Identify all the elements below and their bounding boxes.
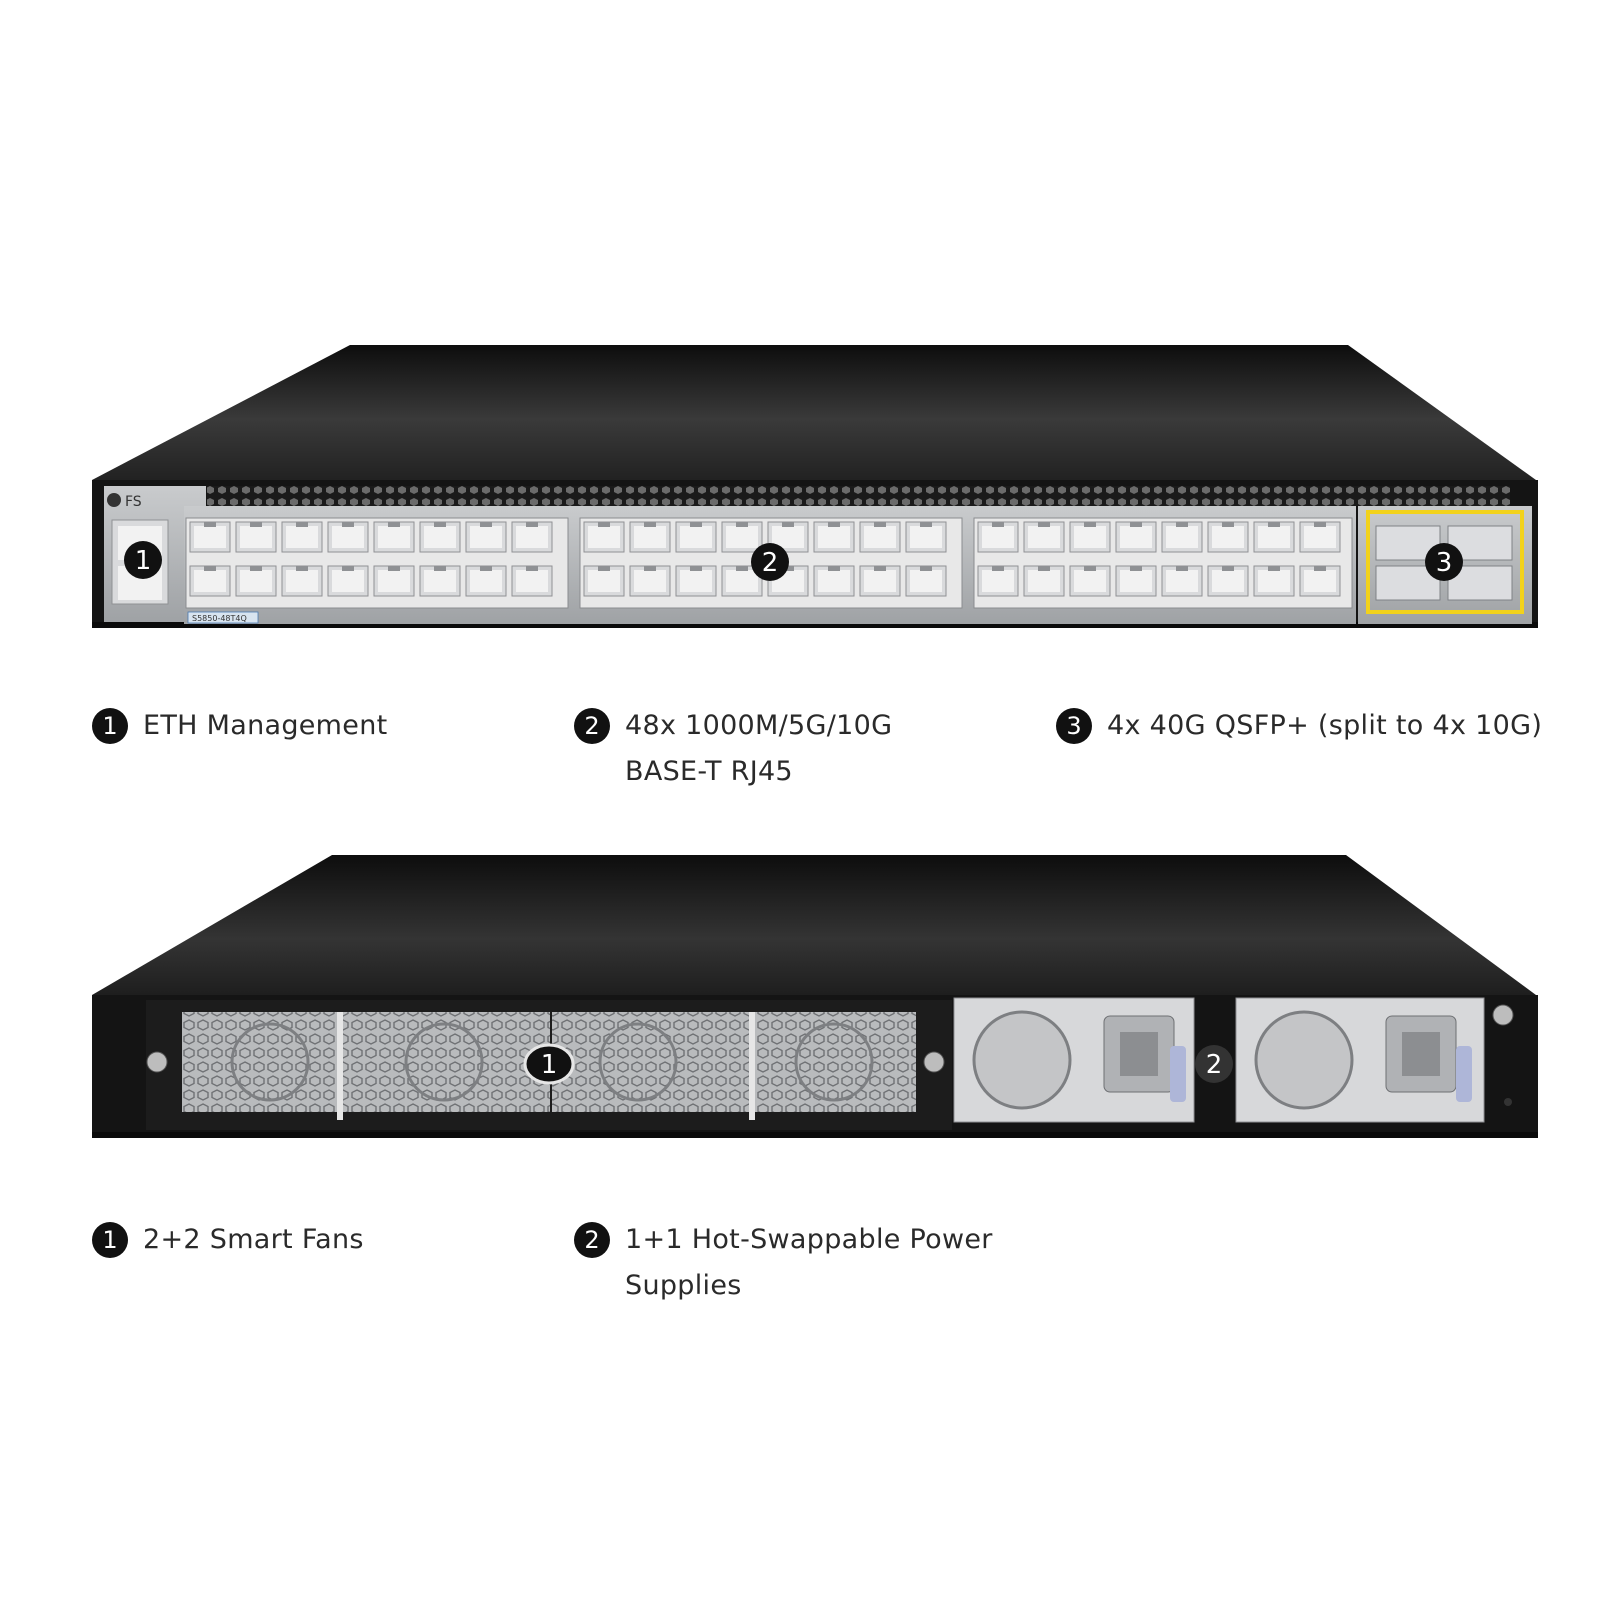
front-view: FS — [0, 340, 1600, 650]
screw-icon — [1492, 1004, 1514, 1026]
screw-icon — [146, 1051, 168, 1073]
legend-label-line-2: Supplies — [625, 1270, 742, 1301]
number-badge: 2 — [574, 1222, 610, 1258]
rear-chassis-top — [92, 855, 1536, 995]
svg-text:1: 1 — [541, 1050, 558, 1080]
rear-legend: 1 2+2 Smart Fans 2 1+1 Hot-Swappable Pow… — [0, 1222, 1600, 1332]
svg-text:3: 3 — [1436, 548, 1453, 578]
number-badge: 1 — [92, 1222, 128, 1258]
qsfp-highlight — [1366, 510, 1524, 614]
front-callout-2: 2 — [751, 543, 789, 581]
front-callout-3: 3 — [1425, 543, 1463, 581]
rear-legend-item-1: 1 2+2 Smart Fans — [92, 1222, 364, 1263]
front-legend-item-3: 3 4x 40G QSFP+ (split to 4x 10G) — [1056, 708, 1542, 749]
number-badge: 2 — [574, 708, 610, 744]
legend-label: 4x 40G QSFP+ (split to 4x 10G) — [1107, 710, 1543, 741]
front-callout-1: 1 — [124, 541, 162, 579]
rj45-port-group-1 — [185, 517, 569, 609]
fs-logo-icon — [107, 493, 121, 507]
brand-logo: FS — [125, 494, 142, 510]
rj45-port-group-3 — [973, 517, 1353, 609]
svg-text:2: 2 — [1206, 1050, 1223, 1080]
front-legend-item-1: 1 ETH Management — [92, 708, 388, 749]
model-label: S5850-48T4Q — [192, 614, 247, 623]
number-badge: 1 — [92, 708, 128, 744]
svg-text:1: 1 — [135, 546, 152, 576]
svg-text:2: 2 — [762, 548, 779, 578]
rear-view: 1 2 — [0, 850, 1600, 1160]
rear-switch-illustration: 1 2 — [92, 855, 1538, 1138]
legend-label: 2+2 Smart Fans — [143, 1224, 364, 1255]
legend-label: ETH Management — [143, 710, 388, 741]
legend-label-line-2: BASE-T RJ45 — [625, 756, 793, 787]
fan-module-2 — [552, 1012, 916, 1120]
rear-legend-item-2: 2 1+1 Hot-Swappable Power Supplies — [574, 1222, 993, 1309]
vent-strip — [207, 486, 1510, 506]
fan-module-1 — [182, 1012, 550, 1120]
front-switch-illustration: FS — [92, 345, 1538, 628]
legend-label: 48x 1000M/5G/10G — [625, 710, 893, 741]
power-supply-2 — [1235, 997, 1485, 1123]
power-supply-1 — [953, 997, 1195, 1123]
number-badge: 3 — [1056, 708, 1092, 744]
rear-callout-1: 1 — [523, 1043, 575, 1085]
legend-label: 1+1 Hot-Swappable Power — [625, 1224, 993, 1255]
front-legend: 1 ETH Management 2 48x 1000M/5G/10G BASE… — [0, 708, 1600, 818]
rear-callout-2: 2 — [1195, 1045, 1233, 1083]
front-chassis-top — [92, 345, 1536, 480]
ground-point-icon — [1504, 1098, 1512, 1106]
screw-icon — [923, 1051, 945, 1073]
front-legend-item-2: 2 48x 1000M/5G/10G BASE-T RJ45 — [574, 708, 892, 795]
